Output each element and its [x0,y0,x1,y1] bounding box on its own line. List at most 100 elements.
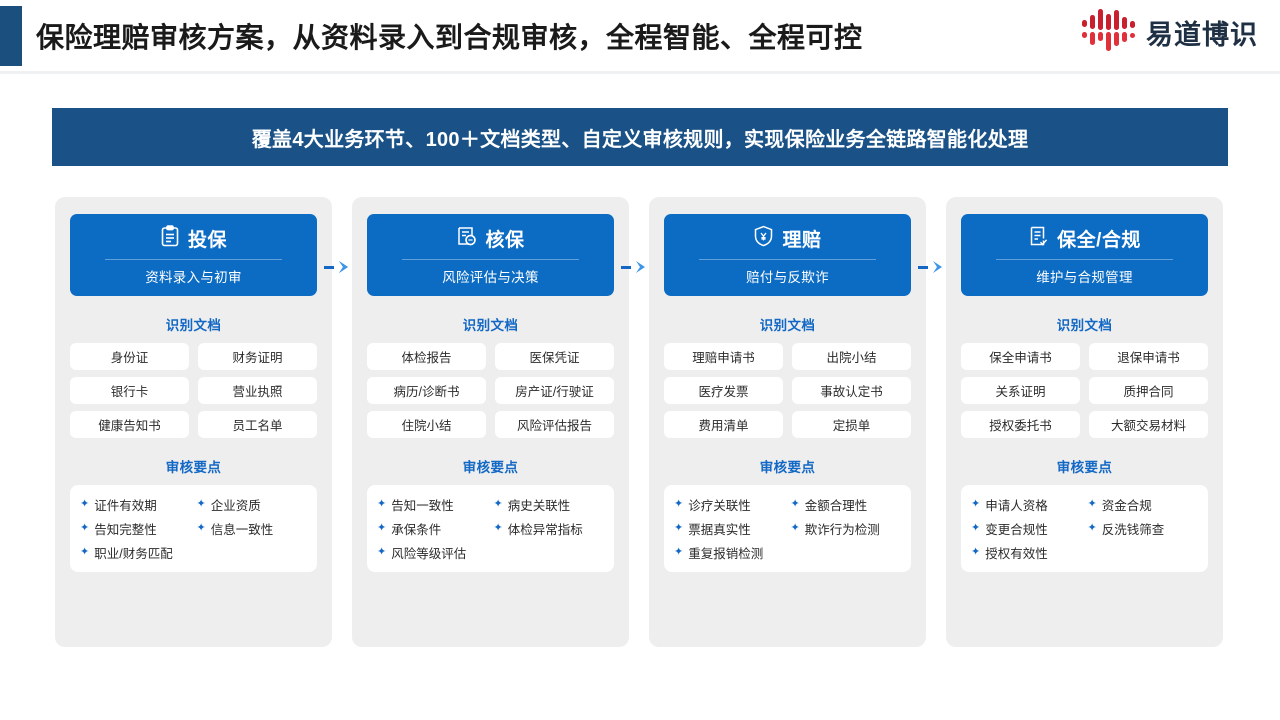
arrow-right-dashed-icon [918,259,954,275]
points-grid: ✦证件有效期 ✦ 企业资质 ✦ 告知完整性 ✦ 信息一致性 ✦职业/财务匹配 [80,495,309,562]
document-chip[interactable]: 住院小结 [367,411,486,438]
document-chip[interactable]: 病历/诊断书 [367,377,486,404]
points-box: ✦申请人资格 ✦资金合规 ✦变更合规性 ✦反洗钱筛查 ✦授权有效性 [961,485,1208,572]
point-label: 票据真实性 [688,523,751,537]
document-chip[interactable]: 授权委托书 [961,411,1080,438]
summary-banner: 覆盖4大业务环节、100＋文档类型、自定义审核规则，实现保险业务全链路智能化处理 [52,108,1228,166]
document-chip[interactable]: 身份证 [70,343,189,370]
point-label: 职业/财务匹配 [94,547,173,561]
bullet-icon: ✦ [493,522,503,534]
arrow-dash [324,265,334,269]
document-chip[interactable]: 房产证/行驶证 [495,377,614,404]
stage-header[interactable]: 理赔 赔付与反欺诈 [664,214,911,296]
point-label: 承保条件 [391,523,442,537]
bullet-icon: ✦ [1087,498,1097,510]
stage-subtitle: 赔付与反欺诈 [746,270,829,285]
point-item: ✦变更合规性 [971,519,1084,538]
stage-column-2: 核保 风险评估与决策 识别文档 体检报告 医保凭证 病历/诊断书 房产证/行驶证… [352,197,629,647]
bullet-icon: ✦ [377,546,387,558]
stage-card[interactable]: 理赔 赔付与反欺诈 识别文档 理赔申请书 出院小结 医疗发票 事故认定书 费用清… [649,197,926,647]
brand-logo: 易道博识 [1082,8,1258,57]
point-item: ✦ 病史关联性 [494,495,607,514]
point-item: ✦ 告知完整性 [80,519,193,538]
point-label: 信息一致性 [210,523,274,537]
arrow-head-icon [933,261,942,273]
bullet-icon: ✦ [80,522,90,534]
stage-header-divider [698,259,877,260]
stage-column-3: 理赔 赔付与反欺诈 识别文档 理赔申请书 出院小结 医疗发票 事故认定书 费用清… [649,197,926,647]
header-divider [0,71,1280,74]
stage-name: 保全/合规 [1057,230,1141,251]
stage-column-1: 投保 资料录入与初审 识别文档 身份证 财务证明 银行卡 营业执照 健康告知书 … [55,197,332,647]
document-chip[interactable]: 体检报告 [367,343,486,370]
document-chip[interactable]: 银行卡 [70,377,189,404]
stage-header[interactable]: 核保 风险评估与决策 [367,214,614,296]
document-chip[interactable]: 财务证明 [198,343,317,370]
soundwave-bars-logo-icon [1082,8,1136,57]
page-title: 保险理赔审核方案，从资料录入到合规审核，全程智能、全程可控 [36,22,863,53]
connector-gap-1 [324,197,352,647]
stage-card[interactable]: 投保 资料录入与初审 识别文档 身份证 财务证明 银行卡 营业执照 健康告知书 … [55,197,332,647]
document-chip[interactable]: 费用清单 [664,411,783,438]
document-chip[interactable]: 医疗发票 [664,377,783,404]
clipboard-icon [160,225,180,252]
stage-header-divider [104,259,283,260]
document-chip[interactable]: 保全申请书 [961,343,1080,370]
point-label: 变更合规性 [985,523,1048,537]
point-item: ✦职业/财务匹配 [80,543,193,562]
document-chip[interactable]: 质押合同 [1089,377,1208,404]
stage-header[interactable]: 投保 资料录入与初审 [70,214,317,296]
connector-gap-3 [918,197,946,647]
point-item: ✦证件有效期 [80,495,193,514]
point-item: ✦风险等级评估 [377,543,490,562]
document-chip[interactable]: 出院小结 [792,343,911,370]
stage-header[interactable]: 保全/合规 维护与合规管理 [961,214,1208,296]
document-chip[interactable]: 风险评估报告 [495,411,614,438]
documents-section-title: 识别文档 [462,318,519,333]
document-chip[interactable]: 健康告知书 [70,411,189,438]
stage-name: 投保 [187,230,227,251]
document-chip[interactable]: 关系证明 [961,377,1080,404]
logo-text: 易道博识 [1146,20,1258,50]
bullet-icon: ✦ [493,498,503,510]
bullet-icon: ✦ [790,498,800,510]
documents-grid: 体检报告 医保凭证 病历/诊断书 房产证/行驶证 住院小结 风险评估报告 [367,343,614,438]
point-item: ✦承保条件 [377,519,490,538]
point-label: 病史关联性 [507,499,571,513]
bullet-icon: ✦ [674,522,684,534]
point-label: 企业资质 [210,499,261,513]
point-item: ✦重复报销检测 [674,543,787,562]
document-chip[interactable]: 大额交易材料 [1089,411,1208,438]
stage-subtitle: 资料录入与初审 [145,270,242,285]
points-grid: ✦诊疗关联性 ✦金额合理性 ✦票据真实性 ✦欺诈行为检测 ✦重复报销检测 [674,495,903,562]
point-item: ✦反洗钱筛查 [1088,519,1201,538]
points-section-title: 审核要点 [462,460,519,475]
documents-grid: 保全申请书 退保申请书 关系证明 质押合同 授权委托书 大额交易材料 [961,343,1208,438]
document-chip[interactable]: 员工名单 [198,411,317,438]
bullet-icon: ✦ [1087,522,1097,534]
points-grid: ✦告知一致性 ✦病史关联性 ✦承保条件 ✦体检异常指标 ✦风险等级评估 [377,495,606,562]
point-item: ✦申请人资格 [971,495,1084,514]
document-chip[interactable]: 定损单 [792,411,911,438]
document-chip[interactable]: 医保凭证 [495,343,614,370]
document-chip[interactable]: 退保申请书 [1089,343,1208,370]
point-item: ✦欺诈行为检测 [791,519,904,538]
point-label: 告知完整性 [94,523,157,537]
bullet-icon: ✦ [80,498,90,510]
stage-card[interactable]: 核保 风险评估与决策 识别文档 体检报告 医保凭证 病历/诊断书 房产证/行驶证… [352,197,629,647]
point-item: ✦授权有效性 [971,543,1084,562]
document-chip[interactable]: 事故认定书 [792,377,911,404]
stage-header-divider [995,259,1174,260]
bullet-icon: ✦ [377,498,387,510]
document-chip[interactable]: 营业执照 [198,377,317,404]
stage-columns: 投保 资料录入与初审 识别文档 身份证 财务证明 银行卡 营业执照 健康告知书 … [55,197,1225,647]
header-accent-bar [0,6,22,66]
points-section-title: 审核要点 [759,460,816,475]
stage-card[interactable]: 保全/合规 维护与合规管理 识别文档 保全申请书 退保申请书 关系证明 质押合同… [946,197,1223,647]
point-label: 资金合规 [1101,499,1152,513]
arrow-right-dashed-icon [324,259,360,275]
document-chip[interactable]: 理赔申请书 [664,343,783,370]
points-grid: ✦申请人资格 ✦资金合规 ✦变更合规性 ✦反洗钱筛查 ✦授权有效性 [971,495,1200,562]
documents-grid: 身份证 财务证明 银行卡 营业执照 健康告知书 员工名单 [70,343,317,438]
